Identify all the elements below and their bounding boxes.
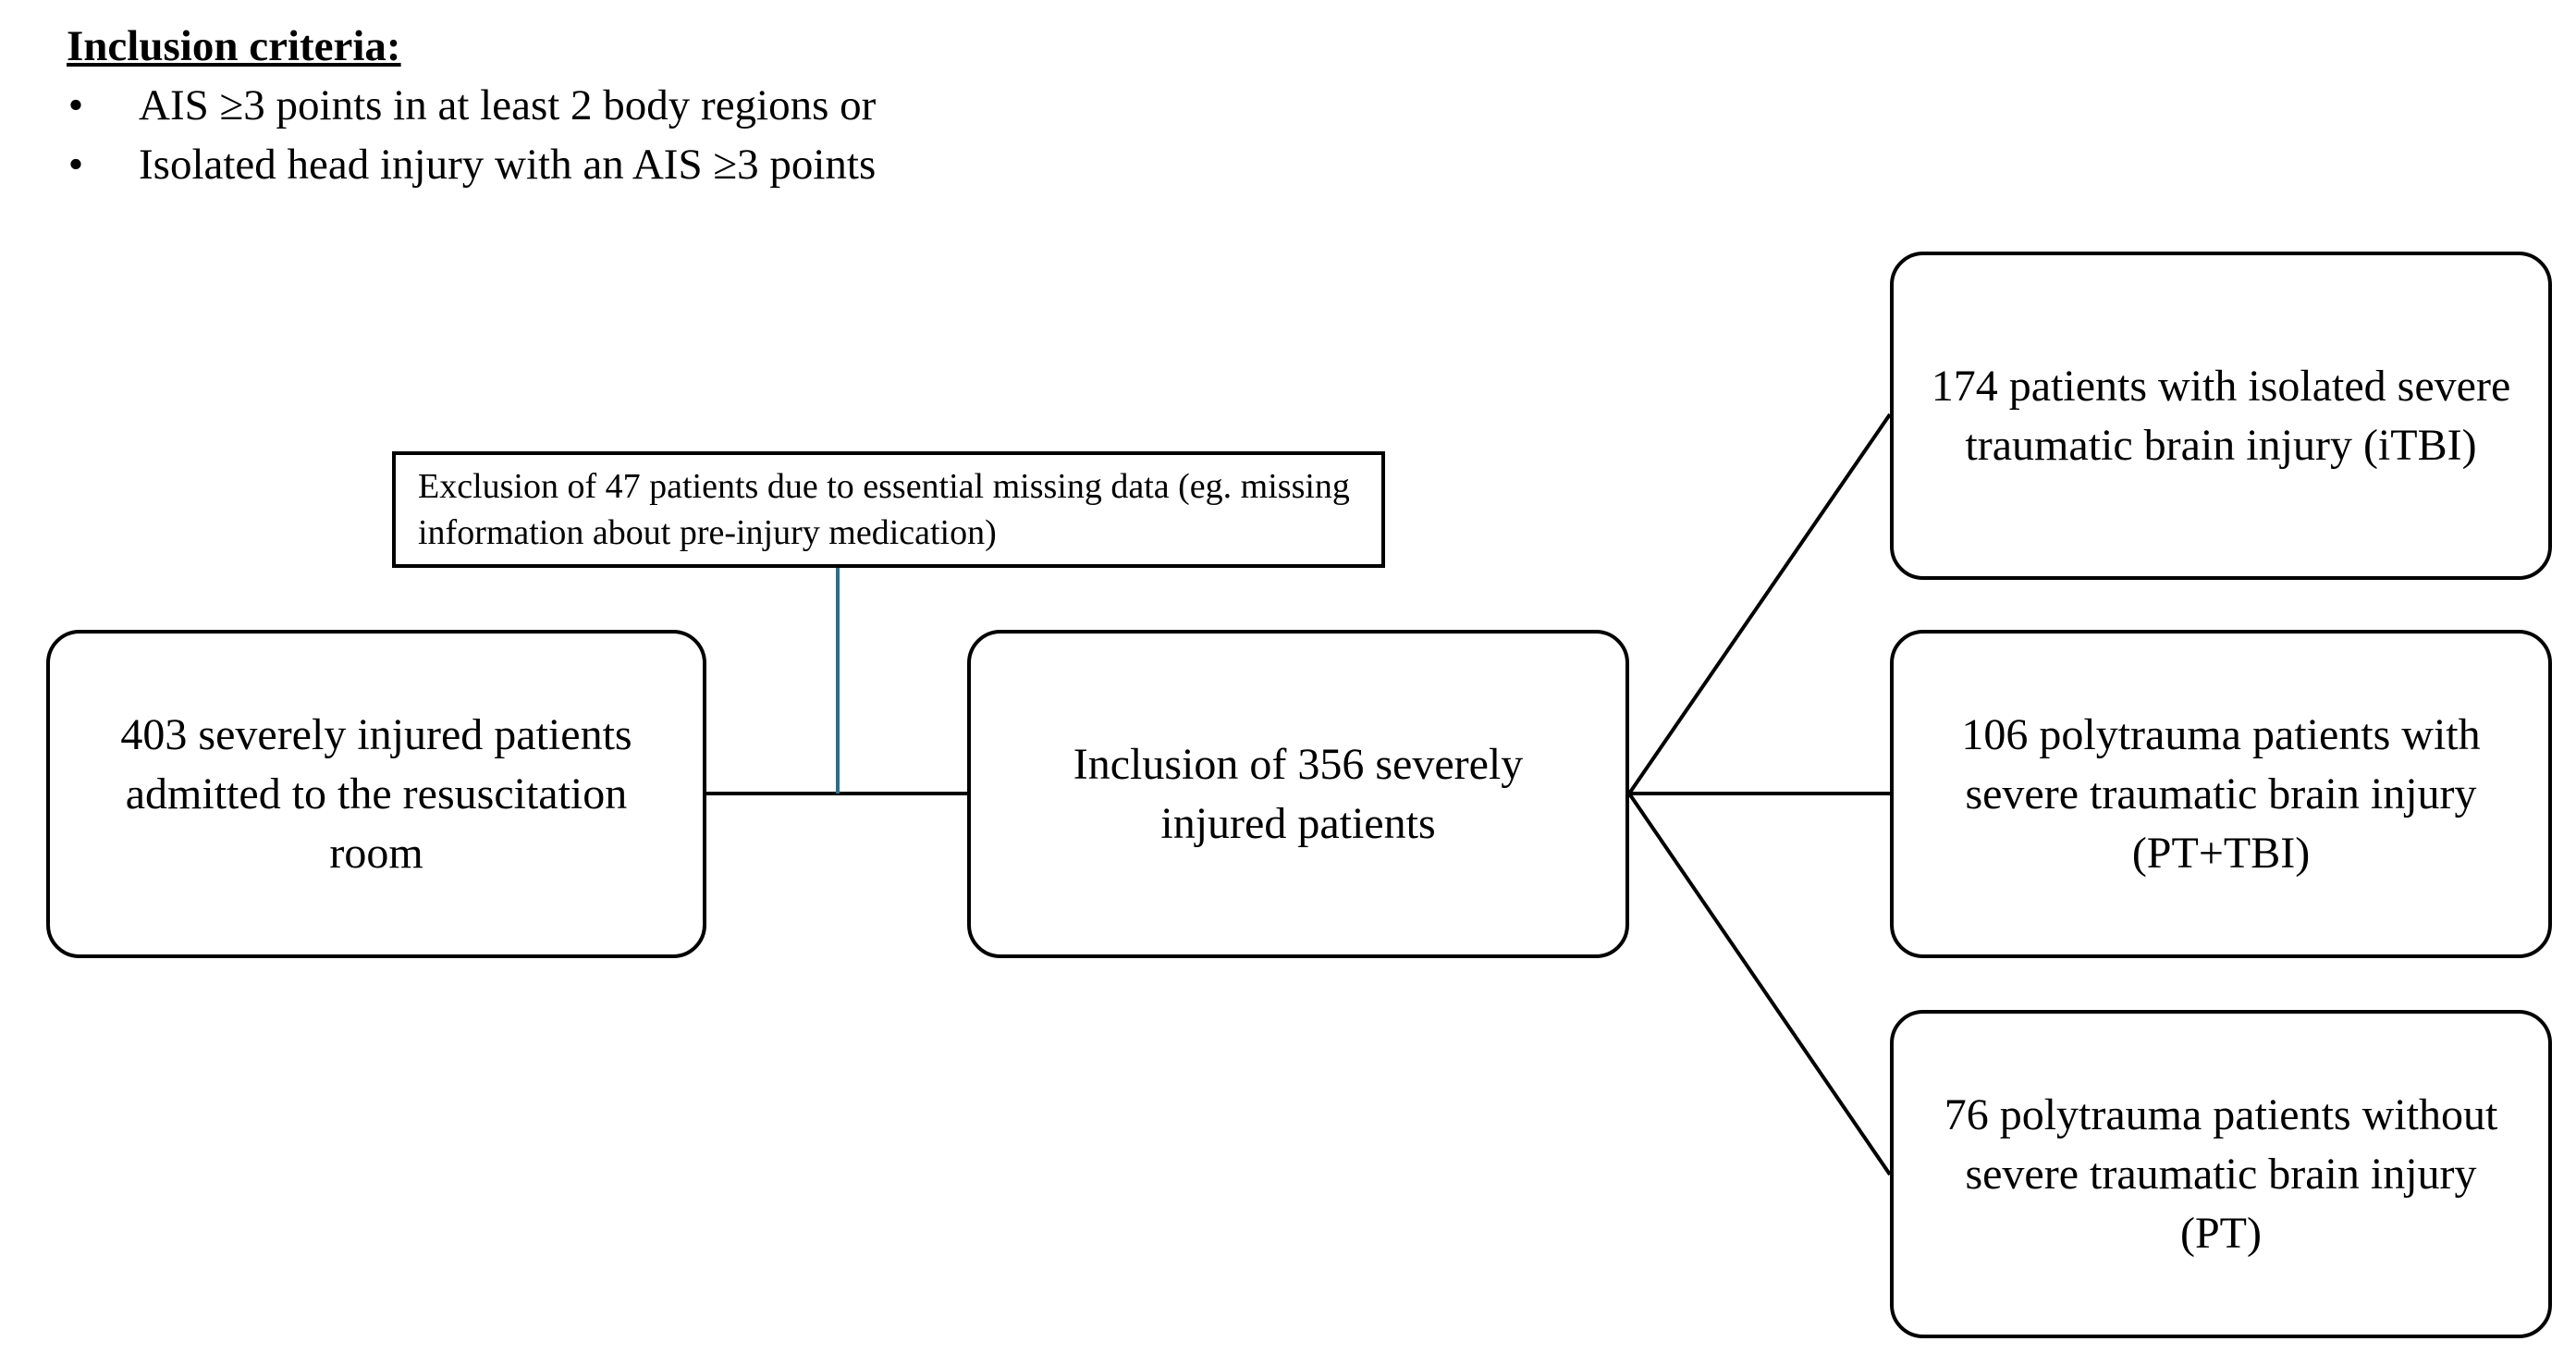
itbi-group-box: 174 patients with isolated severe trauma…	[1890, 252, 2552, 580]
pt-tbi-group-box: 106 polytrauma patients with severe trau…	[1890, 630, 2552, 958]
exclusion-box: Exclusion of 47 patients due to essentia…	[392, 451, 1385, 568]
connector-to-pt	[1627, 792, 1892, 1176]
pt-tbi-group-text: 106 polytrauma patients with severe trau…	[1961, 709, 2481, 878]
itbi-group-text: 174 patients with isolated severe trauma…	[1931, 361, 2511, 470]
pt-group-text: 76 polytrauma patients without severe tr…	[1944, 1089, 2498, 1258]
connector-to-itbi	[1627, 412, 1892, 795]
inclusion-criteria-title: Inclusion criteria:	[67, 22, 401, 70]
criteria-item: • AIS ≥3 points in at least 2 body regio…	[67, 76, 877, 135]
bullet-icon: •	[67, 81, 84, 129]
criteria-item-text: AIS ≥3 points in at least 2 body regions…	[139, 81, 877, 129]
bullet-icon: •	[67, 141, 84, 189]
inclusion-criteria-list: • AIS ≥3 points in at least 2 body regio…	[67, 76, 877, 194]
included-patients-box: Inclusion of 356 severely injured patien…	[967, 630, 1629, 958]
admitted-patients-box: 403 severely injured patients admitted t…	[46, 630, 706, 958]
inclusion-criteria: Inclusion criteria: • AIS ≥3 points in a…	[67, 17, 876, 194]
criteria-item-text: Isolated head injury with an AIS ≥3 poin…	[139, 141, 877, 189]
admitted-patients-text: 403 severely injured patients admitted t…	[120, 709, 632, 878]
pt-group-box: 76 polytrauma patients without severe tr…	[1890, 1010, 2552, 1338]
included-patients-text: Inclusion of 356 severely injured patien…	[1073, 739, 1524, 848]
criteria-item: • Isolated head injury with an AIS ≥3 po…	[67, 135, 877, 194]
exclusion-text: Exclusion of 47 patients due to essentia…	[418, 467, 1350, 552]
